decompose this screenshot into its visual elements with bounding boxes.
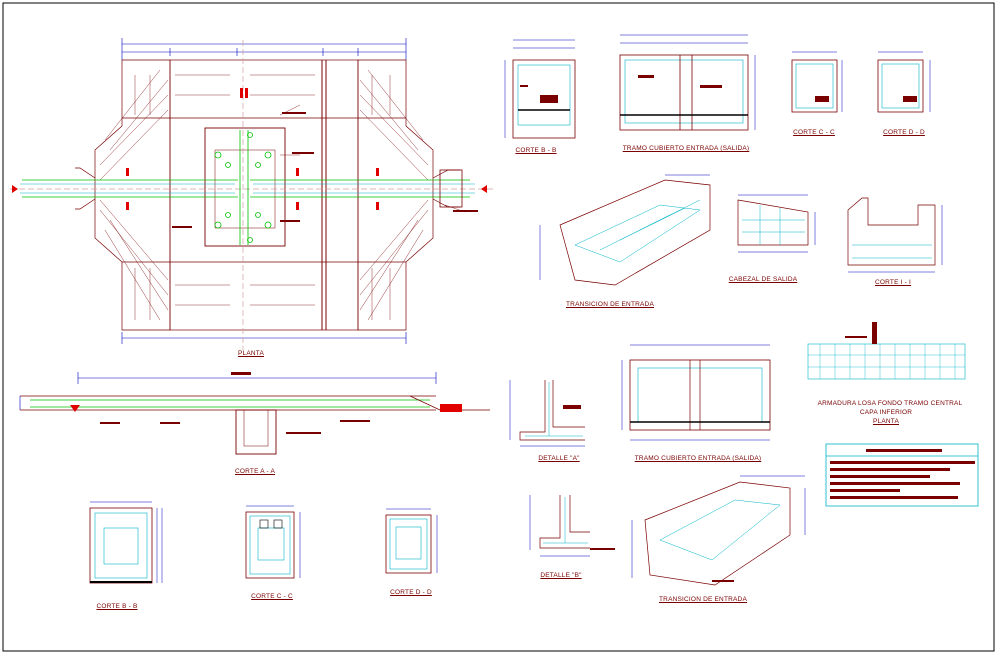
label-corte-b-b-main: CORTE B - B [96,603,138,610]
section-c-c-main [245,505,301,579]
plan-view [10,38,495,350]
section-c-c-top [791,51,843,113]
label-corte-d-d-top: CORTE D - D [883,129,925,136]
label-detalle-a: DETALLE "A" [538,455,580,462]
label-tramo-cubierto-top: TRAMO CUBIERTO ENTRADA (SALIDA) [622,145,750,152]
detalle-b-view [529,495,615,557]
label-corte-c-c-main: CORTE C - C [251,593,293,600]
label-planta: PLANTA [237,350,265,357]
label-corte-i-i: CORTE I - I [874,279,912,286]
section-i-i-view [847,197,943,273]
label-armadura-line3: PLANTA [872,418,900,425]
notes-legend-box [825,443,979,507]
label-corte-a-a: CORTE A - A [234,468,276,475]
label-cabezal-salida: CABEZAL DE SALIDA [728,276,798,283]
transicion-entrada-top-view [539,174,711,286]
tramo-cubierto-top [619,34,756,131]
section-b-b-top [504,39,576,139]
section-d-d-top [877,51,931,113]
label-tramo-cubierto-mid: TRAMO CUBIERTO ENTRADA (SALIDA) [634,455,762,462]
label-corte-b-b-top: CORTE B - B [515,147,557,154]
label-armadura-line2: CAPA INFERIOR [859,409,913,416]
label-armadura-line1: ARMADURA LOSA FONDO TRAMO CENTRAL [817,400,963,407]
label-corte-c-c-top: CORTE C - C [793,129,835,136]
section-d-d-main [385,508,438,574]
label-corte-d-d-main: CORTE D - D [390,589,432,596]
armadura-losa-view [807,322,966,380]
section-b-b-main [89,501,163,584]
section-a-a-view [19,372,490,455]
detalle-a-view [509,380,585,447]
transicion-entrada-bottom-view [631,475,806,586]
cabezal-salida-view [737,194,816,253]
label-transicion-entrada-bottom: TRANSICION DE ENTRADA [659,596,747,603]
label-detalle-b: DETALLE "B" [540,572,582,579]
label-transicion-entrada-top: TRANSICION DE ENTRADA [566,301,654,308]
tramo-cubierto-mid [621,344,771,441]
